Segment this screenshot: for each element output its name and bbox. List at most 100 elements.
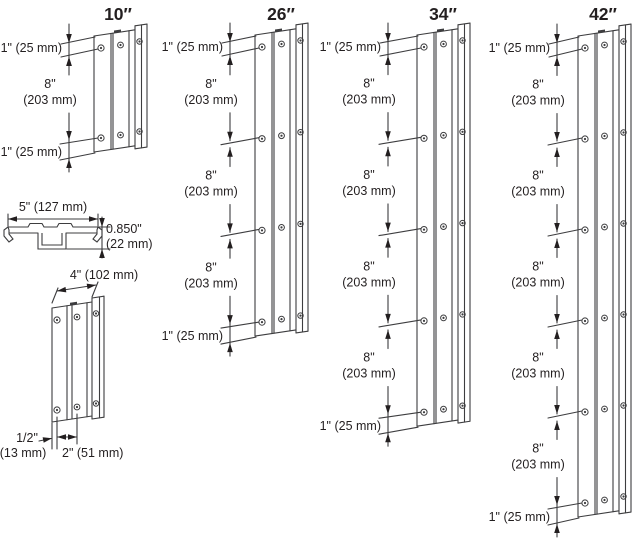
top-notch: [70, 301, 77, 306]
leader-line: [220, 336, 257, 345]
dim-label: (203 mm): [184, 185, 237, 199]
dim-label: (203 mm): [511, 94, 564, 108]
screw-hole-center: [99, 136, 103, 140]
screw-hole-center: [442, 134, 445, 137]
screw-hole: [620, 311, 627, 318]
leader-line: [548, 36, 580, 45]
screw-hole: [581, 408, 589, 416]
dim-label: 8": [363, 351, 374, 365]
leader-line: [220, 137, 260, 146]
flange-bottom-edge: [91, 416, 105, 420]
leader-line: [378, 411, 422, 419]
screw-hole-center: [461, 39, 464, 42]
screw-hole: [620, 402, 627, 409]
cross-section-height-label: (22 mm): [106, 237, 153, 251]
dim-arrow: [385, 313, 391, 323]
dim-arrow: [554, 132, 560, 141]
dim-arrow: [89, 216, 98, 222]
screw-hole-center: [622, 313, 625, 316]
dim-arrow: [99, 249, 105, 258]
rail-26: 26″1" (25 mm)8"(203 mm)8"(203 mm)8"(203 …: [162, 4, 309, 357]
screw-hole-center: [260, 45, 264, 49]
screw-hole: [136, 128, 143, 135]
screw-hole: [420, 134, 428, 142]
dim-label: (203 mm): [511, 185, 564, 199]
dim-arrow: [227, 239, 233, 249]
screw-hole: [53, 316, 61, 324]
dim-label: 8": [205, 260, 216, 274]
wall-bracket: 4" (102 mm)1/2"(13 mm)2" (51 mm): [0, 268, 138, 460]
screw-hole-center: [75, 315, 79, 319]
rail-size-title: 34″: [429, 4, 457, 24]
dim-arrow: [227, 315, 233, 325]
screw-hole-center: [299, 222, 302, 225]
screw-hole: [53, 406, 61, 414]
screw-hole: [581, 317, 589, 325]
dim-label-top: 1" (25 mm): [489, 41, 550, 55]
screw-hole: [297, 220, 304, 228]
screw-hole-center: [138, 40, 141, 43]
screw-hole-center: [461, 130, 464, 133]
screw-hole: [420, 317, 428, 325]
screw-hole: [440, 314, 447, 322]
rail-size-title: 42″: [589, 4, 617, 24]
leader-line: [379, 35, 419, 44]
screw-hole: [601, 496, 608, 504]
screw-hole: [459, 37, 466, 44]
screw-hole-center: [299, 131, 302, 134]
screw-hole-center: [99, 46, 103, 50]
leader-line: [379, 47, 422, 57]
screw-hole: [601, 41, 608, 49]
dim-arrow: [554, 148, 560, 157]
screw-hole-center: [94, 312, 98, 315]
screw-hole-center: [260, 321, 264, 324]
dim-arrow: [66, 159, 72, 168]
dim-label: (203 mm): [184, 276, 237, 290]
dim-label: 8": [205, 77, 216, 91]
screw-hole-center: [442, 225, 445, 228]
leader-line: [221, 47, 260, 57]
rail-bottom-edge: [93, 145, 136, 153]
leader-line: [547, 410, 583, 419]
dim-arrow: [86, 283, 96, 290]
screw-hole-center: [603, 225, 606, 229]
dim-label-bottom: 1" (25 mm): [1, 145, 62, 159]
screw-hole-center: [422, 228, 426, 231]
screw-hole: [97, 44, 105, 52]
leader-line: [548, 48, 583, 58]
ext-line: [51, 287, 59, 304]
screw-hole-center: [603, 43, 606, 47]
dim-arrow: [227, 343, 233, 353]
screw-hole-center: [583, 137, 587, 141]
rail-bottom-edge: [577, 510, 620, 518]
screw-hole-center: [119, 43, 122, 47]
leader-line: [220, 321, 260, 329]
leader-line: [378, 228, 422, 237]
rail-42: 42″1" (25 mm)8"(203 mm)8"(203 mm)8"(203 …: [489, 4, 632, 538]
screw-hole-center: [603, 316, 606, 320]
dim-arrow: [68, 434, 77, 440]
screw-hole-center: [583, 228, 587, 232]
dim-arrow: [554, 57, 560, 66]
screw-hole: [92, 400, 100, 407]
dim-label: (203 mm): [184, 93, 237, 107]
dim-arrow: [385, 33, 391, 42]
dim-arrow: [385, 433, 391, 443]
leader-line: [221, 35, 257, 44]
dim-arrow: [99, 218, 105, 227]
screw-hole: [297, 312, 304, 319]
dim-label: (203 mm): [511, 367, 564, 381]
screw-hole: [459, 402, 466, 409]
bracket-offset-label: 1/2": [16, 431, 38, 445]
dim-arrow: [66, 131, 72, 140]
screw-hole: [620, 129, 627, 136]
screw-hole: [440, 40, 447, 48]
dim-arrow: [42, 437, 52, 443]
top-notch: [275, 28, 282, 32]
dim-arrow: [385, 131, 391, 141]
dim-label: (203 mm): [342, 93, 395, 107]
cross-section-width-label: 5" (127 mm): [19, 200, 87, 214]
screw-hole-center: [603, 498, 606, 502]
